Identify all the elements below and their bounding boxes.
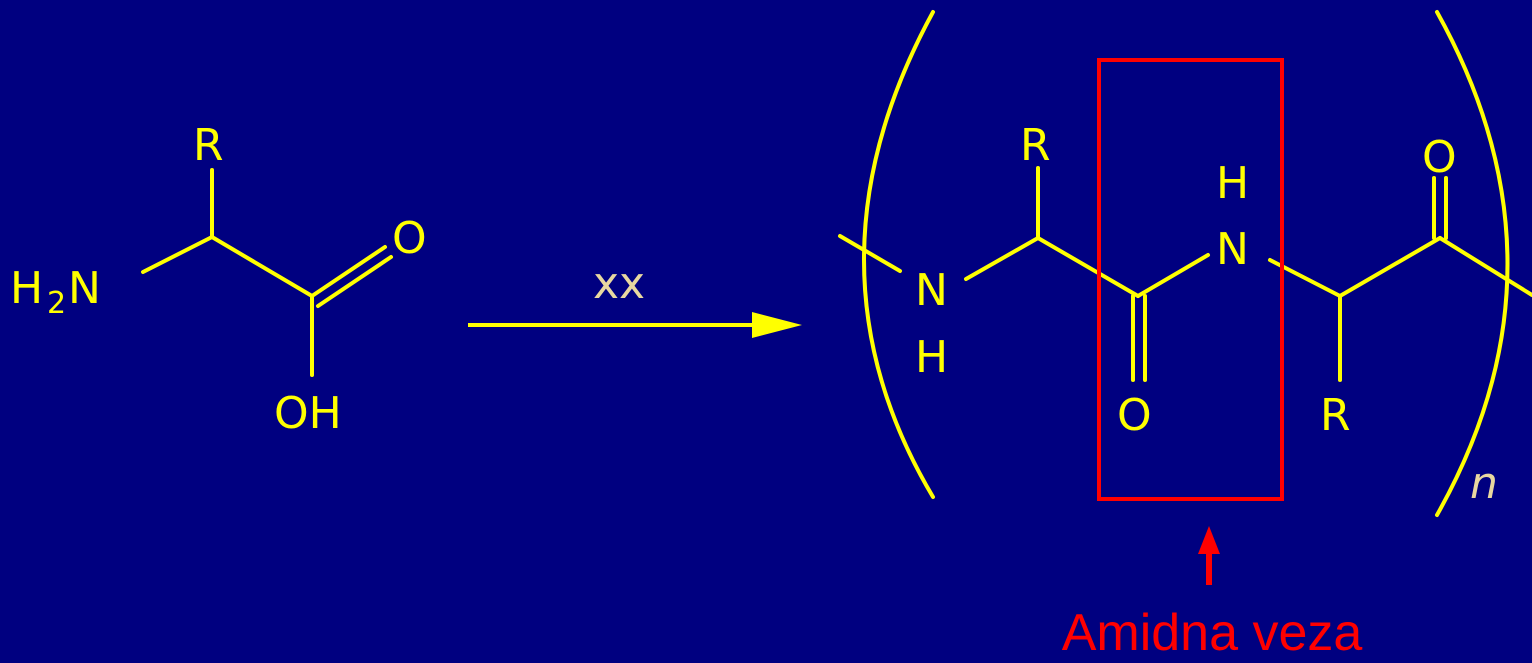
bond-ca2-c2 [1338, 236, 1442, 298]
bond-n-calpha [141, 235, 214, 274]
amide-bond-caption: Amidna veza [1062, 604, 1363, 662]
reaction-arrow: xx [468, 258, 802, 338]
polymer-o-carbonyl-2-label: O [1422, 132, 1457, 183]
polymer-brackets [862, 10, 1510, 517]
amine-n-label: N [68, 263, 101, 314]
arrow-head [752, 312, 802, 338]
amine-h-label: H [10, 263, 43, 314]
monomer-oh-label: OH [274, 388, 342, 439]
amide-highlight-box [1097, 58, 1284, 501]
polymer-h2-label: H [1216, 158, 1249, 209]
right-bracket [1435, 10, 1510, 517]
bond-calpha-carboxyl [210, 235, 314, 298]
bond-n1-ca1 [964, 236, 1040, 281]
repeat-subscript-n: n [1470, 458, 1498, 509]
bond-end-right [1438, 236, 1532, 297]
monomer-r-label: R [193, 120, 224, 171]
monomer-o-label: O [392, 213, 427, 264]
left-bracket [862, 10, 935, 499]
polymer-r-right-label: R [1320, 390, 1351, 441]
bond-carbonyl-double-1 [310, 245, 387, 298]
amide-highlight: Amidna veza [1062, 58, 1363, 662]
polymer-labels: N H R O H N R O n [915, 120, 1498, 509]
polymer-h1-label: H [915, 332, 948, 383]
amine-subscript-label: 2 [47, 286, 66, 321]
reagent-label: xx [593, 258, 645, 309]
polymer-n1-label: N [915, 265, 948, 316]
polymer-r-left-label: R [1020, 120, 1051, 171]
polymer-bonds [838, 166, 1532, 382]
bond-ca1-c1 [1036, 236, 1140, 298]
polymer-o-carbonyl-1-label: O [1117, 390, 1152, 441]
bond-carbonyl-double-2 [316, 255, 393, 308]
amino-acid-monomer [141, 168, 393, 377]
bond-c1-n2 [1136, 253, 1210, 298]
polymer-n2-label: N [1216, 224, 1249, 275]
amino-acid-labels: H 2 N R O OH [10, 120, 427, 439]
pointer-arrow-head [1198, 526, 1220, 554]
bond-end-left [838, 234, 902, 273]
